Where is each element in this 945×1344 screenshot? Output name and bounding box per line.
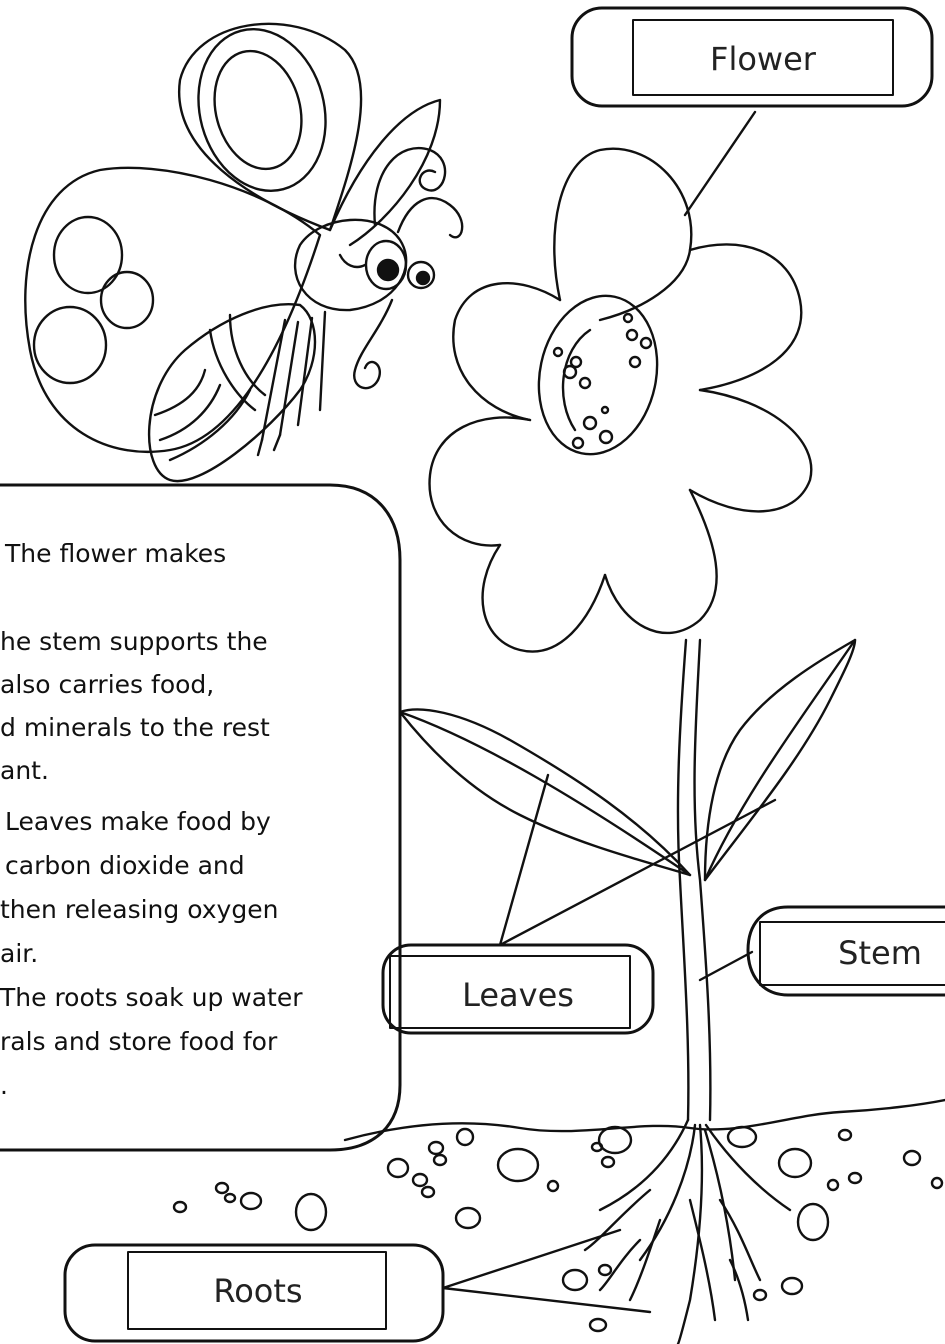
roots-label: Roots	[213, 1272, 302, 1310]
info-line: also carries food,	[0, 670, 214, 699]
info-line: Leaves make food by	[5, 807, 271, 836]
info-line: rals and store food for	[0, 1027, 278, 1056]
leaves-leader-line-left	[500, 775, 548, 945]
info-line: then releasing oxygen	[0, 895, 278, 924]
flower-label: Flower	[710, 40, 817, 78]
roots-leader-line-lower	[443, 1288, 650, 1312]
flower-illustration	[430, 149, 812, 652]
leaves-label: Leaves	[462, 976, 574, 1014]
info-line: ant.	[0, 756, 49, 785]
info-line: The roots soak up water	[0, 983, 303, 1012]
stem-leader-line	[700, 952, 752, 980]
stem-and-leaves-illustration	[400, 640, 855, 1120]
info-line: he stem supports the	[0, 627, 268, 656]
info-line: air.	[0, 939, 38, 968]
leaves-leader-line-right	[500, 800, 775, 945]
stem-label: Stem	[838, 934, 922, 972]
info-line: The flower makes	[4, 539, 226, 568]
flower-leader-line	[685, 112, 755, 215]
info-line: d minerals to the rest	[0, 713, 270, 742]
butterfly-illustration	[25, 15, 462, 481]
roots-leader-line-upper	[443, 1230, 620, 1288]
info-line: carbon dioxide and	[5, 851, 245, 880]
info-line: .	[0, 1071, 8, 1100]
